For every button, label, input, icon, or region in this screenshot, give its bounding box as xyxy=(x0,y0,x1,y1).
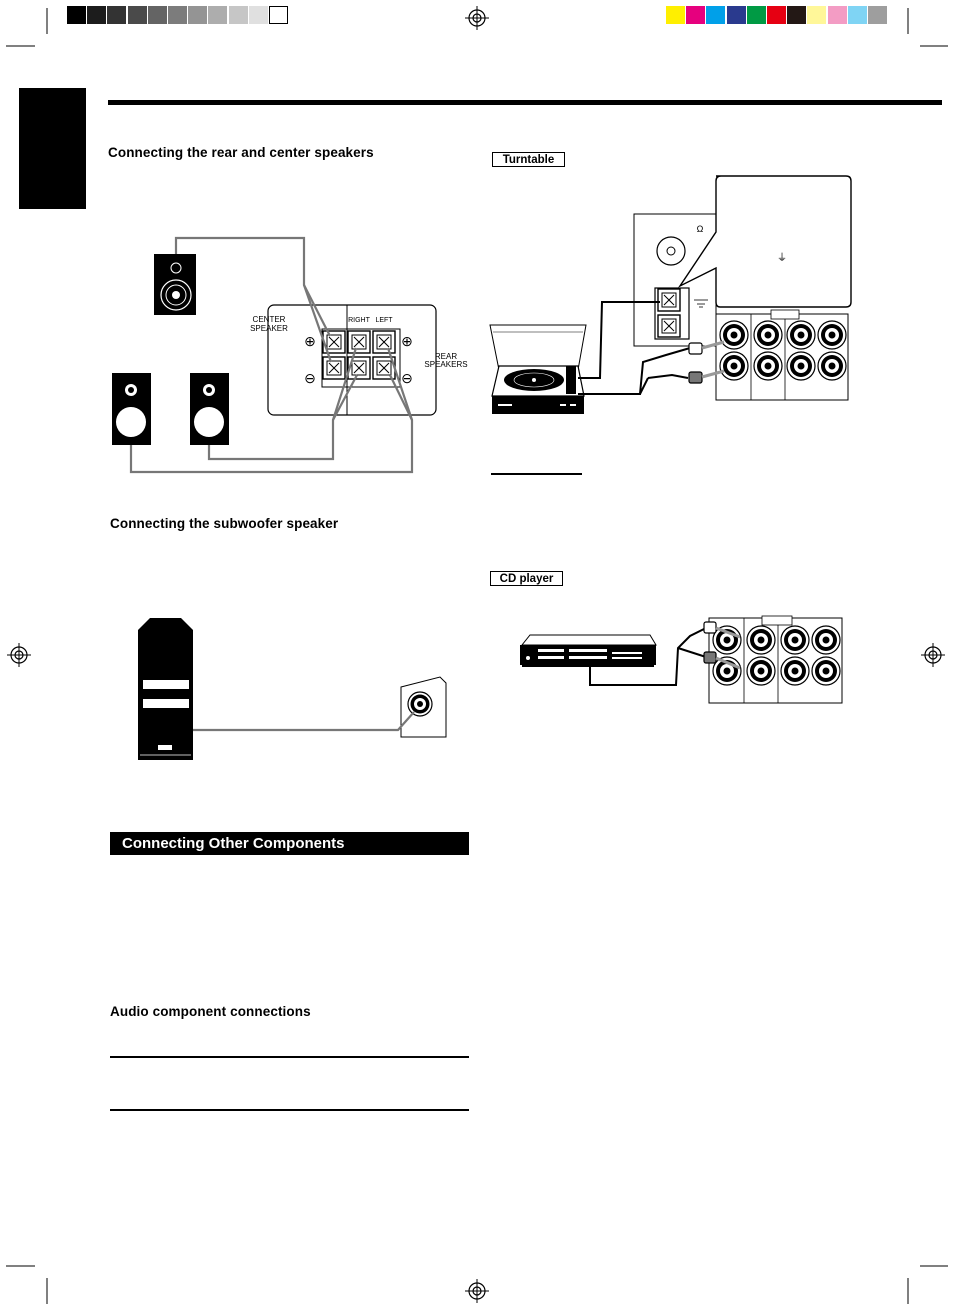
gray-swatch xyxy=(168,6,187,24)
left-label: LEFT xyxy=(375,317,393,324)
color-swatch xyxy=(706,6,726,24)
header-rule xyxy=(108,100,942,105)
cd-player-icon xyxy=(520,634,657,667)
crop-marks xyxy=(6,8,948,1304)
speaker-icon xyxy=(154,254,196,315)
divider-rule-1 xyxy=(110,1056,469,1058)
ohm-label: Ω xyxy=(697,224,704,234)
color-swatch xyxy=(807,6,827,24)
plus-icon: ⊕ xyxy=(401,333,413,349)
right-label: RIGHT xyxy=(348,317,371,324)
subwoofer-icon xyxy=(138,618,193,760)
registration-mark-icon xyxy=(6,642,32,668)
divider-rule-2 xyxy=(110,1109,469,1111)
minus-icon: ⊖ xyxy=(401,370,413,386)
color-swatch xyxy=(787,6,807,24)
color-swatch xyxy=(666,6,685,24)
gray-swatch xyxy=(188,6,208,24)
gray-swatch xyxy=(248,6,268,24)
plus-icon: ⊕ xyxy=(304,333,316,349)
rca-jack-icon xyxy=(407,691,433,717)
turntable-tag: Turntable xyxy=(492,152,565,167)
gray-swatch xyxy=(127,6,147,24)
speaker-icon xyxy=(112,373,151,445)
gray-swatch xyxy=(67,6,86,24)
gray-swatch xyxy=(228,6,248,24)
minus-icon: ⊖ xyxy=(304,370,316,386)
ground-icon: ⏚ xyxy=(777,252,787,264)
registration-mark-icon xyxy=(920,642,946,668)
rear-center-heading: Connecting the rear and center speakers xyxy=(108,145,374,160)
registration-mark-icon xyxy=(464,1278,490,1304)
cd-player-diagram xyxy=(520,615,843,704)
gray-swatch xyxy=(208,6,228,24)
turntable-icon xyxy=(489,324,587,414)
gray-swatch xyxy=(107,6,127,24)
gray-swatch xyxy=(147,6,167,24)
color-swatch xyxy=(746,6,766,24)
note-rule xyxy=(491,473,582,475)
turntable-diagram xyxy=(489,175,852,414)
color-swatch xyxy=(767,6,786,24)
side-tab xyxy=(19,88,86,209)
speaker-wiring-diagram xyxy=(112,236,437,474)
color-swatch xyxy=(827,6,847,24)
gray-swatch xyxy=(87,6,107,24)
color-swatch xyxy=(726,6,746,24)
cd-player-tag: CD player xyxy=(490,571,563,586)
audio-connections-heading: Audio component connections xyxy=(110,1004,311,1019)
subwoofer-heading: Connecting the subwoofer speaker xyxy=(110,516,339,531)
color-swatch xyxy=(868,6,887,24)
speaker-icon xyxy=(190,373,229,445)
other-components-banner: Connecting Other Components xyxy=(110,832,469,855)
registration-mark-icon xyxy=(464,5,490,31)
subwoofer-diagram xyxy=(138,618,447,760)
gray-swatch xyxy=(269,6,288,24)
color-swatch xyxy=(847,6,867,24)
color-swatch xyxy=(686,6,706,24)
